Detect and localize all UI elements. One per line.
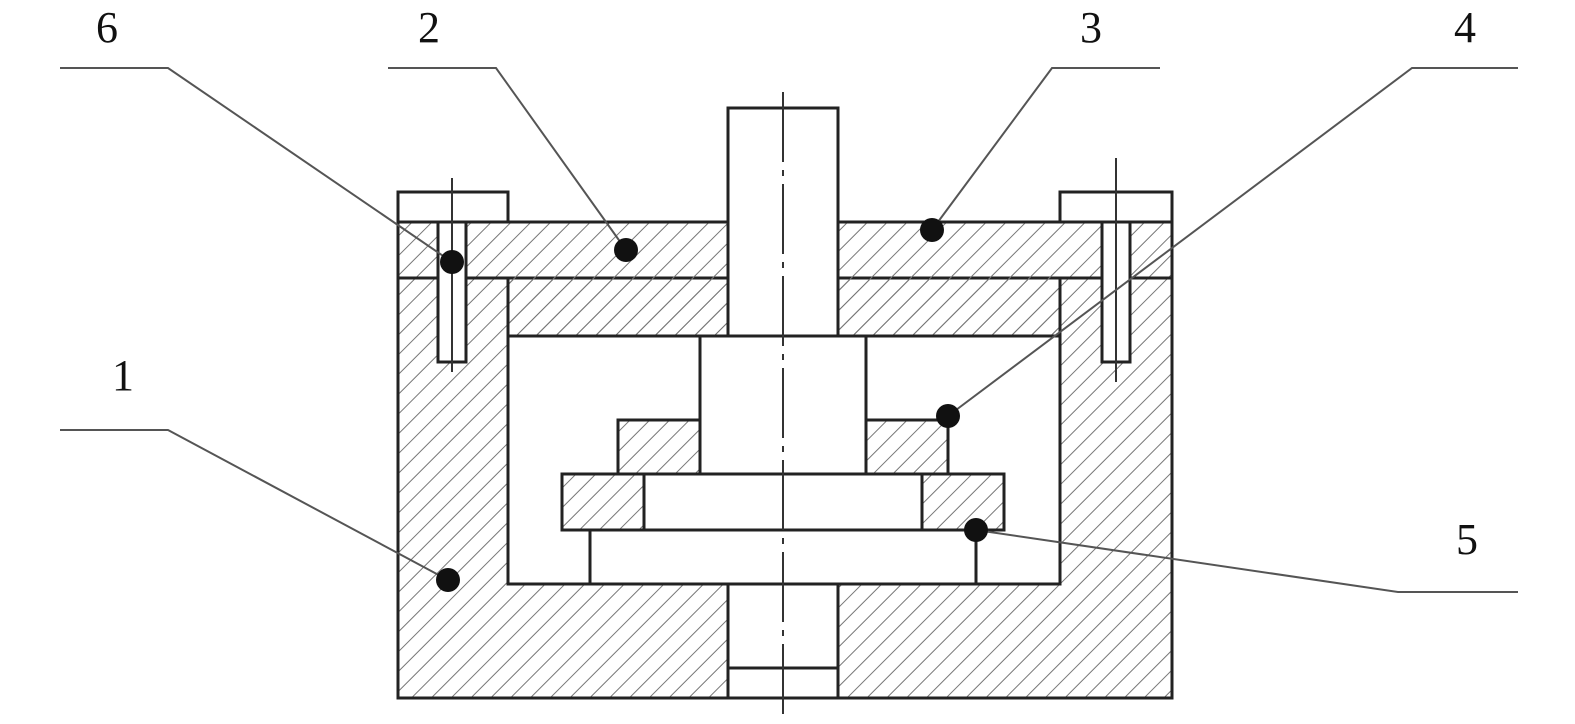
leader-4 xyxy=(947,67,1518,417)
part-label-5: 5 xyxy=(1456,515,1478,564)
leader-lines xyxy=(60,67,1518,593)
leader-dot-1 xyxy=(436,568,460,592)
leader-dot-4 xyxy=(936,404,960,428)
part-label-1: 1 xyxy=(112,351,134,400)
leader-dot-6 xyxy=(440,250,464,274)
part-label-2: 2 xyxy=(418,3,440,52)
right-bolt xyxy=(1100,158,1132,382)
leader-dot-5 xyxy=(964,518,988,542)
collar-part-4 xyxy=(616,418,950,476)
part-label-3: 3 xyxy=(1080,3,1102,52)
leader-dot-3 xyxy=(920,218,944,242)
part-label-4: 4 xyxy=(1454,3,1476,52)
leader-5 xyxy=(975,529,1518,593)
leader-1 xyxy=(60,429,449,581)
part-label-6: 6 xyxy=(96,3,118,52)
leader-6 xyxy=(60,67,453,263)
left-bolt-part-6 xyxy=(436,178,468,372)
leader-3 xyxy=(931,67,1160,231)
leader-dots xyxy=(436,218,988,592)
leader-dot-2 xyxy=(614,238,638,262)
leader-2 xyxy=(388,67,627,251)
